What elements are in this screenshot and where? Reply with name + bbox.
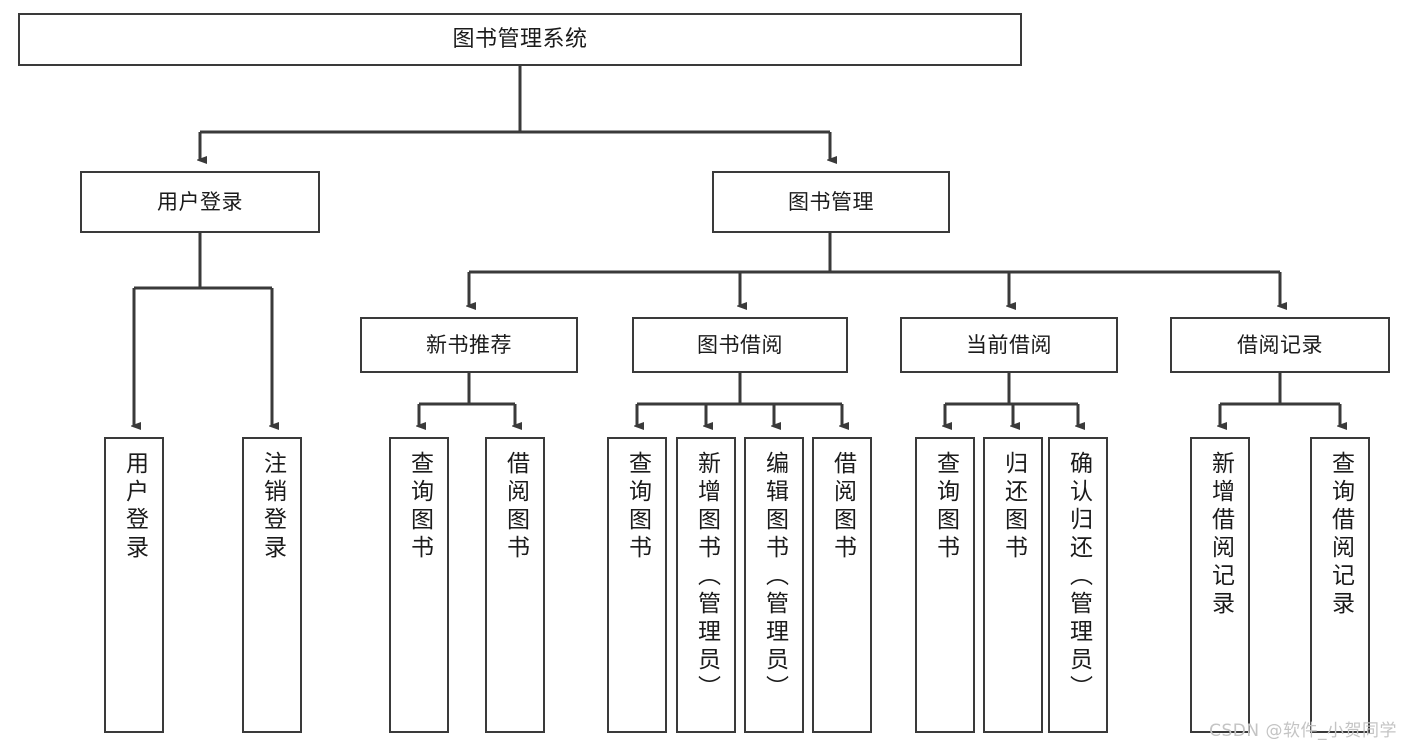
node-label: 编辑图书（管理员） <box>761 451 788 703</box>
node-current-borrowing[interactable]: 当前借阅 <box>900 317 1118 373</box>
node-label: 图书借阅 <box>697 332 783 357</box>
node-label: 查询图书 <box>624 451 651 563</box>
node-label: 图书管理 <box>788 189 874 214</box>
node-label: 新书推荐 <box>426 332 512 357</box>
leaf-current-borrow-query[interactable]: 查询图书 <box>915 437 975 733</box>
node-label: 用户登录 <box>157 189 243 214</box>
leaf-user-login-logout[interactable]: 注销登录 <box>242 437 302 733</box>
leaf-book-borrow-query[interactable]: 查询图书 <box>607 437 667 733</box>
node-new-book-recommendation[interactable]: 新书推荐 <box>360 317 578 373</box>
node-user-login[interactable]: 用户登录 <box>80 171 320 233</box>
watermark-text: CSDN @软件_小贺同学 <box>1209 721 1397 741</box>
leaf-current-borrow-return[interactable]: 归还图书 <box>983 437 1043 733</box>
node-label: 注销登录 <box>259 451 286 563</box>
leaf-book-borrow-edit[interactable]: 编辑图书（管理员） <box>744 437 804 733</box>
leaf-new-book-query[interactable]: 查询图书 <box>389 437 449 733</box>
node-label: 确认归还（管理员） <box>1065 451 1092 703</box>
node-label: 当前借阅 <box>966 332 1052 357</box>
node-borrowing-record[interactable]: 借阅记录 <box>1170 317 1390 373</box>
node-label: 新增借阅记录 <box>1207 451 1234 619</box>
node-label: 新增图书（管理员） <box>693 451 720 703</box>
leaf-user-login-login[interactable]: 用户登录 <box>104 437 164 733</box>
node-label: 查询图书 <box>406 451 433 563</box>
node-label: 借阅图书 <box>502 451 529 563</box>
node-root-system[interactable]: 图书管理系统 <box>18 13 1022 66</box>
node-book-management[interactable]: 图书管理 <box>712 171 950 233</box>
node-label: 借阅图书 <box>829 451 856 563</box>
node-label: 用户登录 <box>121 451 148 563</box>
node-label: 图书管理系统 <box>452 26 588 52</box>
leaf-new-book-borrow[interactable]: 借阅图书 <box>485 437 545 733</box>
node-book-borrowing[interactable]: 图书借阅 <box>632 317 848 373</box>
leaf-borrow-record-query[interactable]: 查询借阅记录 <box>1310 437 1370 733</box>
node-label: 借阅记录 <box>1237 332 1323 357</box>
node-label: 查询借阅记录 <box>1327 451 1354 619</box>
leaf-book-borrow-borrow[interactable]: 借阅图书 <box>812 437 872 733</box>
node-label: 归还图书 <box>1000 451 1027 563</box>
leaf-current-borrow-confirm-return[interactable]: 确认归还（管理员） <box>1048 437 1108 733</box>
node-label: 查询图书 <box>932 451 959 563</box>
leaf-borrow-record-add[interactable]: 新增借阅记录 <box>1190 437 1250 733</box>
leaf-book-borrow-add[interactable]: 新增图书（管理员） <box>676 437 736 733</box>
